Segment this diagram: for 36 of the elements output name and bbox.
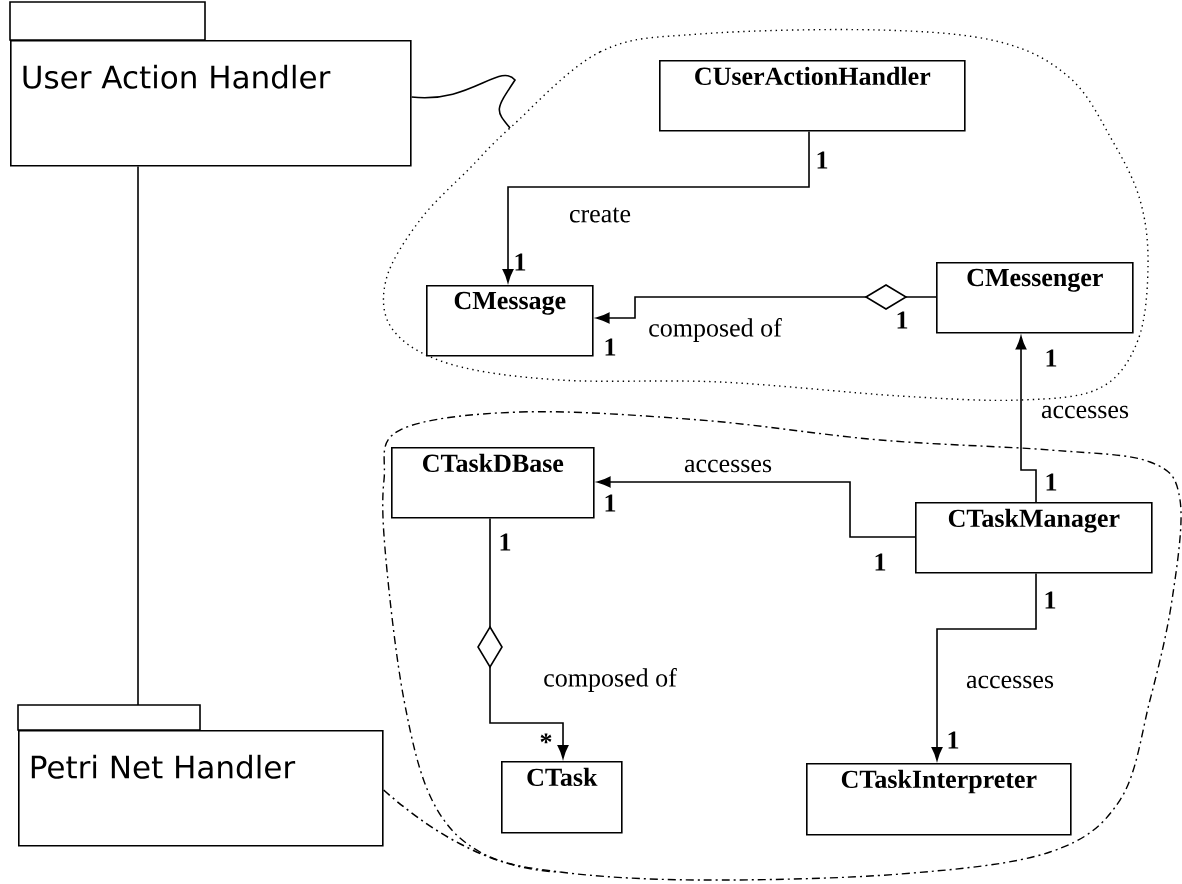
arrow — [1015, 336, 1037, 503]
cloud-outline — [382, 28, 1149, 402]
edge-label: composed of — [541, 666, 679, 694]
package-box: User Action Handler — [9, 1, 412, 167]
connector-line — [410, 74, 516, 129]
multiplicity-label: 1 — [897, 311, 908, 329]
multiplicity-label: 1 — [875, 553, 886, 571]
class-box: CUserActionHandler — [659, 60, 966, 132]
multiplicity-label: * — [540, 733, 552, 744]
class-box: CTaskManager — [915, 502, 1153, 574]
arrow — [502, 130, 810, 283]
multiplicity-label: 1 — [605, 494, 616, 512]
class-box: CMessage — [426, 285, 594, 357]
class-box: CTaskInterpreter — [806, 763, 1072, 836]
aggregation-arrow — [596, 284, 937, 324]
multiplicity-label: 1 — [1046, 473, 1057, 491]
multiplicity-label: 1 — [817, 151, 828, 169]
edge-label: accesses — [1039, 403, 1132, 421]
class-box: CMessenger — [936, 262, 1134, 334]
multiplicity-label: 1 — [1045, 591, 1056, 609]
class-box: CTaskDBase — [391, 447, 595, 519]
class-box: CTask — [501, 761, 623, 834]
edge-label: accesses — [682, 457, 775, 475]
multiplicity-label: 1 — [948, 731, 959, 749]
aggregation-arrow — [477, 517, 569, 759]
multiplicity-label: 1 — [500, 533, 511, 551]
edge-label: accesses — [964, 673, 1057, 691]
multiplicity-label: 1 — [1046, 349, 1057, 367]
package-box: Petri Net Handler — [17, 704, 384, 847]
edge-label: composed of — [646, 316, 784, 344]
arrow — [597, 476, 916, 538]
multiplicity-label: 1 — [605, 338, 616, 356]
connector-line — [137, 165, 139, 706]
edge-label: create — [567, 205, 634, 225]
arrow — [931, 572, 1037, 761]
multiplicity-label: 1 — [515, 253, 526, 271]
